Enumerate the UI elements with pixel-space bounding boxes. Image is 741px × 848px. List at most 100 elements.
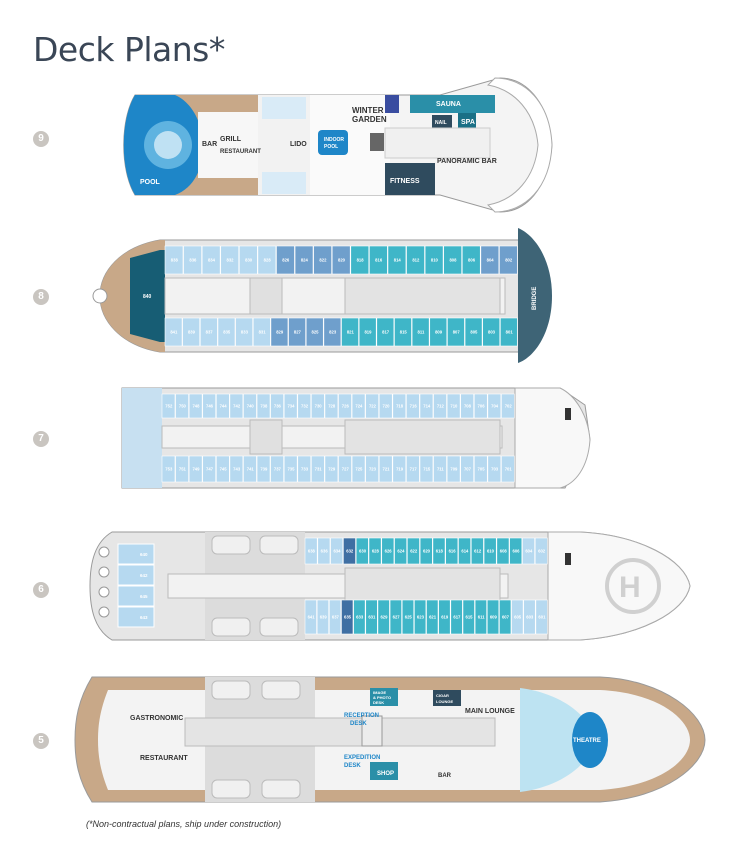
cabin-603 bbox=[523, 599, 536, 635]
cabin-829-label: 829 bbox=[276, 330, 284, 335]
cabin-726 bbox=[338, 393, 352, 419]
cabin-737 bbox=[270, 455, 284, 483]
cabin-819-label: 819 bbox=[364, 330, 372, 335]
label-image: IMAGE bbox=[373, 690, 386, 695]
cabin-841-label: 841 bbox=[170, 330, 178, 335]
cabin-628-label: 628 bbox=[372, 549, 380, 554]
cabin-743 bbox=[229, 455, 244, 483]
deck-9-plan: POOL BAR GRILL RESTAURANT LIDO WINTER GA… bbox=[123, 77, 553, 213]
cabin-805-label: 805 bbox=[470, 330, 478, 335]
cabin-835 bbox=[217, 317, 236, 347]
label-bridge: BRIDGE bbox=[532, 287, 538, 310]
cabin-744 bbox=[216, 393, 230, 419]
cabin-605-label: 605 bbox=[514, 615, 522, 620]
cabin-619-label: 619 bbox=[441, 615, 449, 620]
image-photo-desk bbox=[370, 688, 398, 706]
cabin-703-label: 703 bbox=[491, 467, 499, 472]
cabin-715 bbox=[419, 455, 434, 483]
cabin-839-label: 839 bbox=[188, 330, 196, 335]
cabin-739 bbox=[256, 455, 271, 483]
cabin-629-label: 629 bbox=[380, 615, 388, 620]
label-photo: & PHOTO bbox=[373, 695, 391, 700]
cabin-625 bbox=[401, 599, 415, 635]
cabin-635-label: 635 bbox=[344, 615, 352, 620]
cigar-lounge bbox=[433, 690, 461, 706]
label-panoramic-bar: PANORAMIC BAR bbox=[437, 158, 497, 165]
cabin-832 bbox=[220, 245, 240, 275]
cabin-807-label: 807 bbox=[453, 330, 461, 335]
label-main-lounge: MAIN LOUNGE bbox=[465, 708, 515, 715]
cabin-738-label: 738 bbox=[260, 404, 268, 409]
cabin-741 bbox=[243, 455, 257, 483]
cabin-828-label: 828 bbox=[264, 258, 272, 263]
footnote: (*Non-contractual plans, ship under cons… bbox=[86, 819, 282, 829]
cabin-733-label: 733 bbox=[301, 467, 309, 472]
cabin-608 bbox=[496, 537, 510, 565]
cabin-823 bbox=[323, 317, 342, 347]
cabin-635 bbox=[341, 599, 354, 635]
cabin-724-label: 724 bbox=[355, 404, 363, 409]
cabin-817-label: 817 bbox=[382, 330, 390, 335]
cabin-704 bbox=[487, 393, 502, 419]
label-sauna: SAUNA bbox=[436, 101, 461, 108]
cabin-719 bbox=[392, 455, 407, 483]
cabin-708-label: 708 bbox=[464, 404, 472, 409]
cabin-823-label: 823 bbox=[329, 330, 337, 335]
cabin-617-label: 617 bbox=[453, 615, 461, 620]
label-bar-5: BAR bbox=[438, 773, 452, 779]
cabin-615 bbox=[462, 599, 475, 635]
cabin-737-label: 737 bbox=[274, 467, 282, 472]
cabin-820 bbox=[331, 245, 351, 275]
cabin-634-label: 634 bbox=[333, 549, 341, 554]
cabin-639 bbox=[316, 599, 329, 635]
label-indoor: INDOOR bbox=[324, 137, 344, 143]
cabin-610 bbox=[483, 537, 497, 565]
helipad-icon: H bbox=[619, 571, 641, 604]
cabin-740 bbox=[243, 393, 257, 419]
cabin-637-label: 637 bbox=[332, 615, 340, 620]
cabin-827 bbox=[288, 317, 306, 347]
cabin-838-label: 838 bbox=[171, 258, 179, 263]
cabin-625-label: 625 bbox=[405, 615, 413, 620]
cabin-734 bbox=[283, 393, 298, 419]
cabin-714 bbox=[419, 393, 434, 419]
cabin-751-label: 751 bbox=[179, 467, 187, 472]
cabin-728-label: 728 bbox=[328, 404, 336, 409]
cabin-730-label: 730 bbox=[315, 404, 323, 409]
label-theatre: THEATRE bbox=[573, 738, 601, 744]
cabin-623 bbox=[414, 599, 427, 635]
cabin-609-label: 609 bbox=[490, 615, 498, 620]
cabin-748 bbox=[188, 393, 203, 419]
cabin-717-label: 717 bbox=[410, 467, 418, 472]
label-nail: NAIL bbox=[435, 120, 447, 126]
label-winter: WINTER bbox=[352, 106, 384, 115]
cabin-816 bbox=[369, 245, 388, 275]
label-cigar: CIGAR bbox=[436, 693, 449, 698]
cabin-621-label: 621 bbox=[429, 615, 437, 620]
cabin-632-label: 632 bbox=[346, 549, 354, 554]
cabin-604 bbox=[522, 537, 535, 565]
cabin-742 bbox=[229, 393, 244, 419]
cabin-608-label: 608 bbox=[500, 549, 508, 554]
label-image-desk: DESK bbox=[373, 700, 384, 705]
cabin-721 bbox=[378, 455, 393, 483]
cabin-622 bbox=[407, 537, 420, 565]
cabin-721-label: 721 bbox=[383, 467, 391, 472]
cabin-643-label: 643 bbox=[140, 615, 148, 620]
deck-5-badge: 5 bbox=[33, 733, 49, 749]
cabin-810-label: 810 bbox=[431, 258, 439, 263]
cabin-641-label: 641 bbox=[308, 615, 316, 620]
cabin-802 bbox=[499, 245, 518, 275]
cabin-629 bbox=[377, 599, 390, 635]
page-title: Deck Plans* bbox=[33, 30, 225, 69]
label-expedition-desk: DESK bbox=[344, 763, 361, 769]
cabin-614-label: 614 bbox=[461, 549, 469, 554]
cabin-825 bbox=[305, 317, 324, 347]
cabin-753 bbox=[161, 455, 176, 483]
cabin-623-label: 623 bbox=[417, 615, 425, 620]
cabin-826-label: 826 bbox=[282, 258, 290, 263]
cabin-621 bbox=[426, 599, 439, 635]
